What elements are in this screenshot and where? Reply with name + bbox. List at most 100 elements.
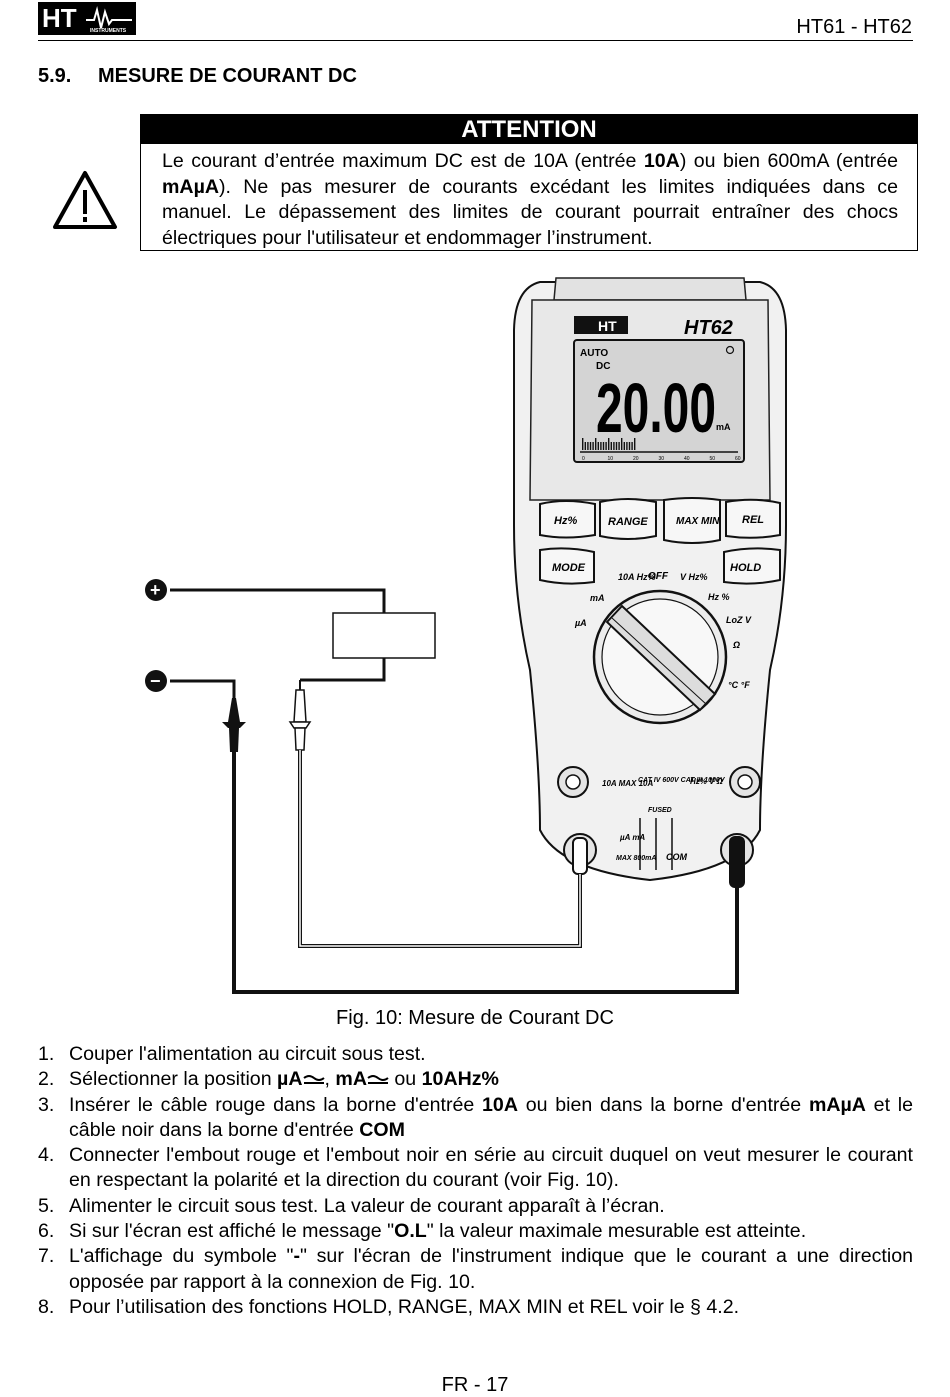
step-text: Connecter l'embout rouge et l'embout noi… [69, 1144, 913, 1192]
lcd-bargraph [582, 438, 636, 450]
attention-box [140, 144, 918, 251]
attention-bold-10a: 10A [643, 150, 680, 172]
bargraph-tick-label: 0 [582, 456, 585, 462]
step-bold: O.L [394, 1220, 427, 1243]
ac-dc-symbol-icon [367, 1075, 389, 1085]
button-rel[interactable]: REL [742, 514, 764, 526]
bargraph-segment [618, 442, 620, 450]
negative-terminal-icon [145, 670, 167, 692]
svg-text:INSTRUMENTS: INSTRUMENTS [90, 28, 127, 34]
step-bold: - [293, 1245, 301, 1268]
bargraph-segment [600, 442, 602, 450]
page-number: FR - 17 [441, 1374, 509, 1396]
step-number: 2. [38, 1068, 55, 1091]
figure-caption: Fig. 10: Mesure de Courant DC [336, 1007, 614, 1029]
step-number: 4. [38, 1144, 55, 1167]
button-mode[interactable]: MODE [552, 562, 586, 574]
auto-power-off-icon [725, 345, 735, 355]
step-item: 2.Sélectionner la position µA, mA ou 10A… [38, 1067, 913, 1092]
bargraph-segment [615, 442, 618, 450]
button-hz[interactable]: Hz% [554, 515, 577, 527]
test-leads [222, 680, 739, 994]
circuit-under-test: + − [145, 579, 436, 698]
warning-triangle-icon [53, 171, 117, 229]
step-text: Sélectionner la position [69, 1068, 278, 1091]
meter-brand-row: HT HT62 [574, 316, 733, 339]
step-text: Pour l’utilisation des fonctions HOLD, R… [69, 1295, 740, 1318]
dial-10a: 10A Hz% [618, 572, 656, 582]
step-bold: mA [335, 1068, 367, 1091]
step-item: 5.Alimenter le circuit sous test. La val… [38, 1194, 913, 1219]
bargraph-segment [621, 438, 623, 450]
step-text: et le câble noir dans la borne d'entrée [69, 1093, 913, 1141]
step-item: 3. Insérer le câble rouge dans la borne d… [38, 1093, 913, 1144]
step-bold: 10AHz% [421, 1068, 499, 1091]
bargraph-segment [597, 442, 599, 450]
terminal-area: 10A MAX 10A CAT IV 600V CAT III 1000V Hz… [557, 766, 761, 888]
step-item: 6.Si sur l'écran est affiché le message … [38, 1219, 913, 1244]
step-bold: 10A [482, 1093, 518, 1116]
lcd-value: 20.00 [596, 369, 716, 447]
step-item: 4. Connecter l'embout rouge et l'embout n… [38, 1143, 913, 1194]
step-bold: µA [277, 1068, 303, 1091]
step-text: , [324, 1068, 336, 1091]
button-hold[interactable]: HOLD [730, 562, 761, 574]
button-range[interactable]: RANGE [608, 516, 648, 528]
attention-text-part: ) ou bien 600mA (entrée [679, 150, 898, 172]
step-number: 8. [38, 1295, 55, 1318]
section-title: MESURE DE COURANT DC [98, 65, 357, 87]
bargraph-segment [623, 442, 625, 450]
meter-model: HT62 [684, 317, 733, 339]
dial-off: OFF [648, 571, 669, 582]
label-max-800ma: MAX 800mA [616, 855, 656, 862]
bargraph-segment [605, 442, 607, 450]
step-number: 7. [38, 1245, 55, 1268]
bargraph-tick-label: 10 [608, 456, 614, 462]
bargraph-tick-label: 40 [684, 456, 690, 462]
step-item: 7.L'affichage du symbole "-" sur l'écran… [38, 1244, 913, 1295]
step-number: 3. [38, 1093, 55, 1116]
step-text: Couper l'alimentation au circuit sous te… [69, 1043, 426, 1065]
lcd-unit: mA [716, 422, 731, 432]
negative-sign: − [150, 671, 161, 691]
bargraph-segment [634, 438, 636, 450]
step-text: ou bien dans la borne d'entrée [517, 1093, 809, 1116]
dial-ohm: Ω [732, 640, 740, 650]
bargraph-segment [628, 442, 631, 450]
step-number: 5. [38, 1194, 55, 1217]
bargraph-tick-label: 30 [659, 456, 665, 462]
dial-ma: mA [590, 593, 605, 603]
bargraph-segment [584, 442, 586, 450]
label-fused: FUSED [648, 807, 672, 814]
bargraph-segment [631, 442, 633, 450]
ac-dc-symbol-icon [302, 1075, 325, 1085]
step-text: " la valeur maximale mesurable est attei… [426, 1220, 807, 1243]
label-com: COM [666, 852, 688, 862]
positive-sign: + [150, 580, 161, 600]
attention-text-part: Le courant d’entrée maximum DC est de 10… [162, 150, 644, 172]
attention-text: Le courant d’entrée maximum DC est de 10… [162, 149, 898, 252]
button-max-min[interactable]: MAX MIN [676, 516, 720, 527]
attention-heading: ATTENTION [140, 114, 918, 144]
lcd-dc: DC [596, 361, 610, 372]
step-text: L'affichage du symbole " [69, 1245, 294, 1268]
bargraph-segment [592, 442, 594, 450]
label-v-ohm: Hz% V Ω [690, 777, 724, 786]
step-text: Insérer le câble rouge dans la borne d'e… [69, 1093, 483, 1116]
step-number: 6. [38, 1220, 55, 1243]
model-reference: HT61 - HT62 [796, 16, 912, 38]
bargraph-segment [608, 438, 610, 450]
rotary-selector[interactable]: OFF 10A Hz% mA µA V Hz% Hz % LoZ V Ω °C … [574, 571, 752, 725]
black-probe-tip [228, 698, 240, 722]
lcd-auto: AUTO [580, 348, 608, 359]
dial-temp: °C °F [728, 680, 750, 690]
load-box [332, 612, 436, 659]
ht-instruments-logo: HT INSTRUMENTS [38, 2, 136, 35]
procedure-steps: 1.Couper l'alimentation au circuit sous … [38, 1042, 913, 1320]
meter-brand: HT [598, 318, 617, 334]
bargraph-segment [610, 442, 612, 450]
bargraph-segment [587, 442, 589, 450]
header-divider [38, 40, 913, 41]
